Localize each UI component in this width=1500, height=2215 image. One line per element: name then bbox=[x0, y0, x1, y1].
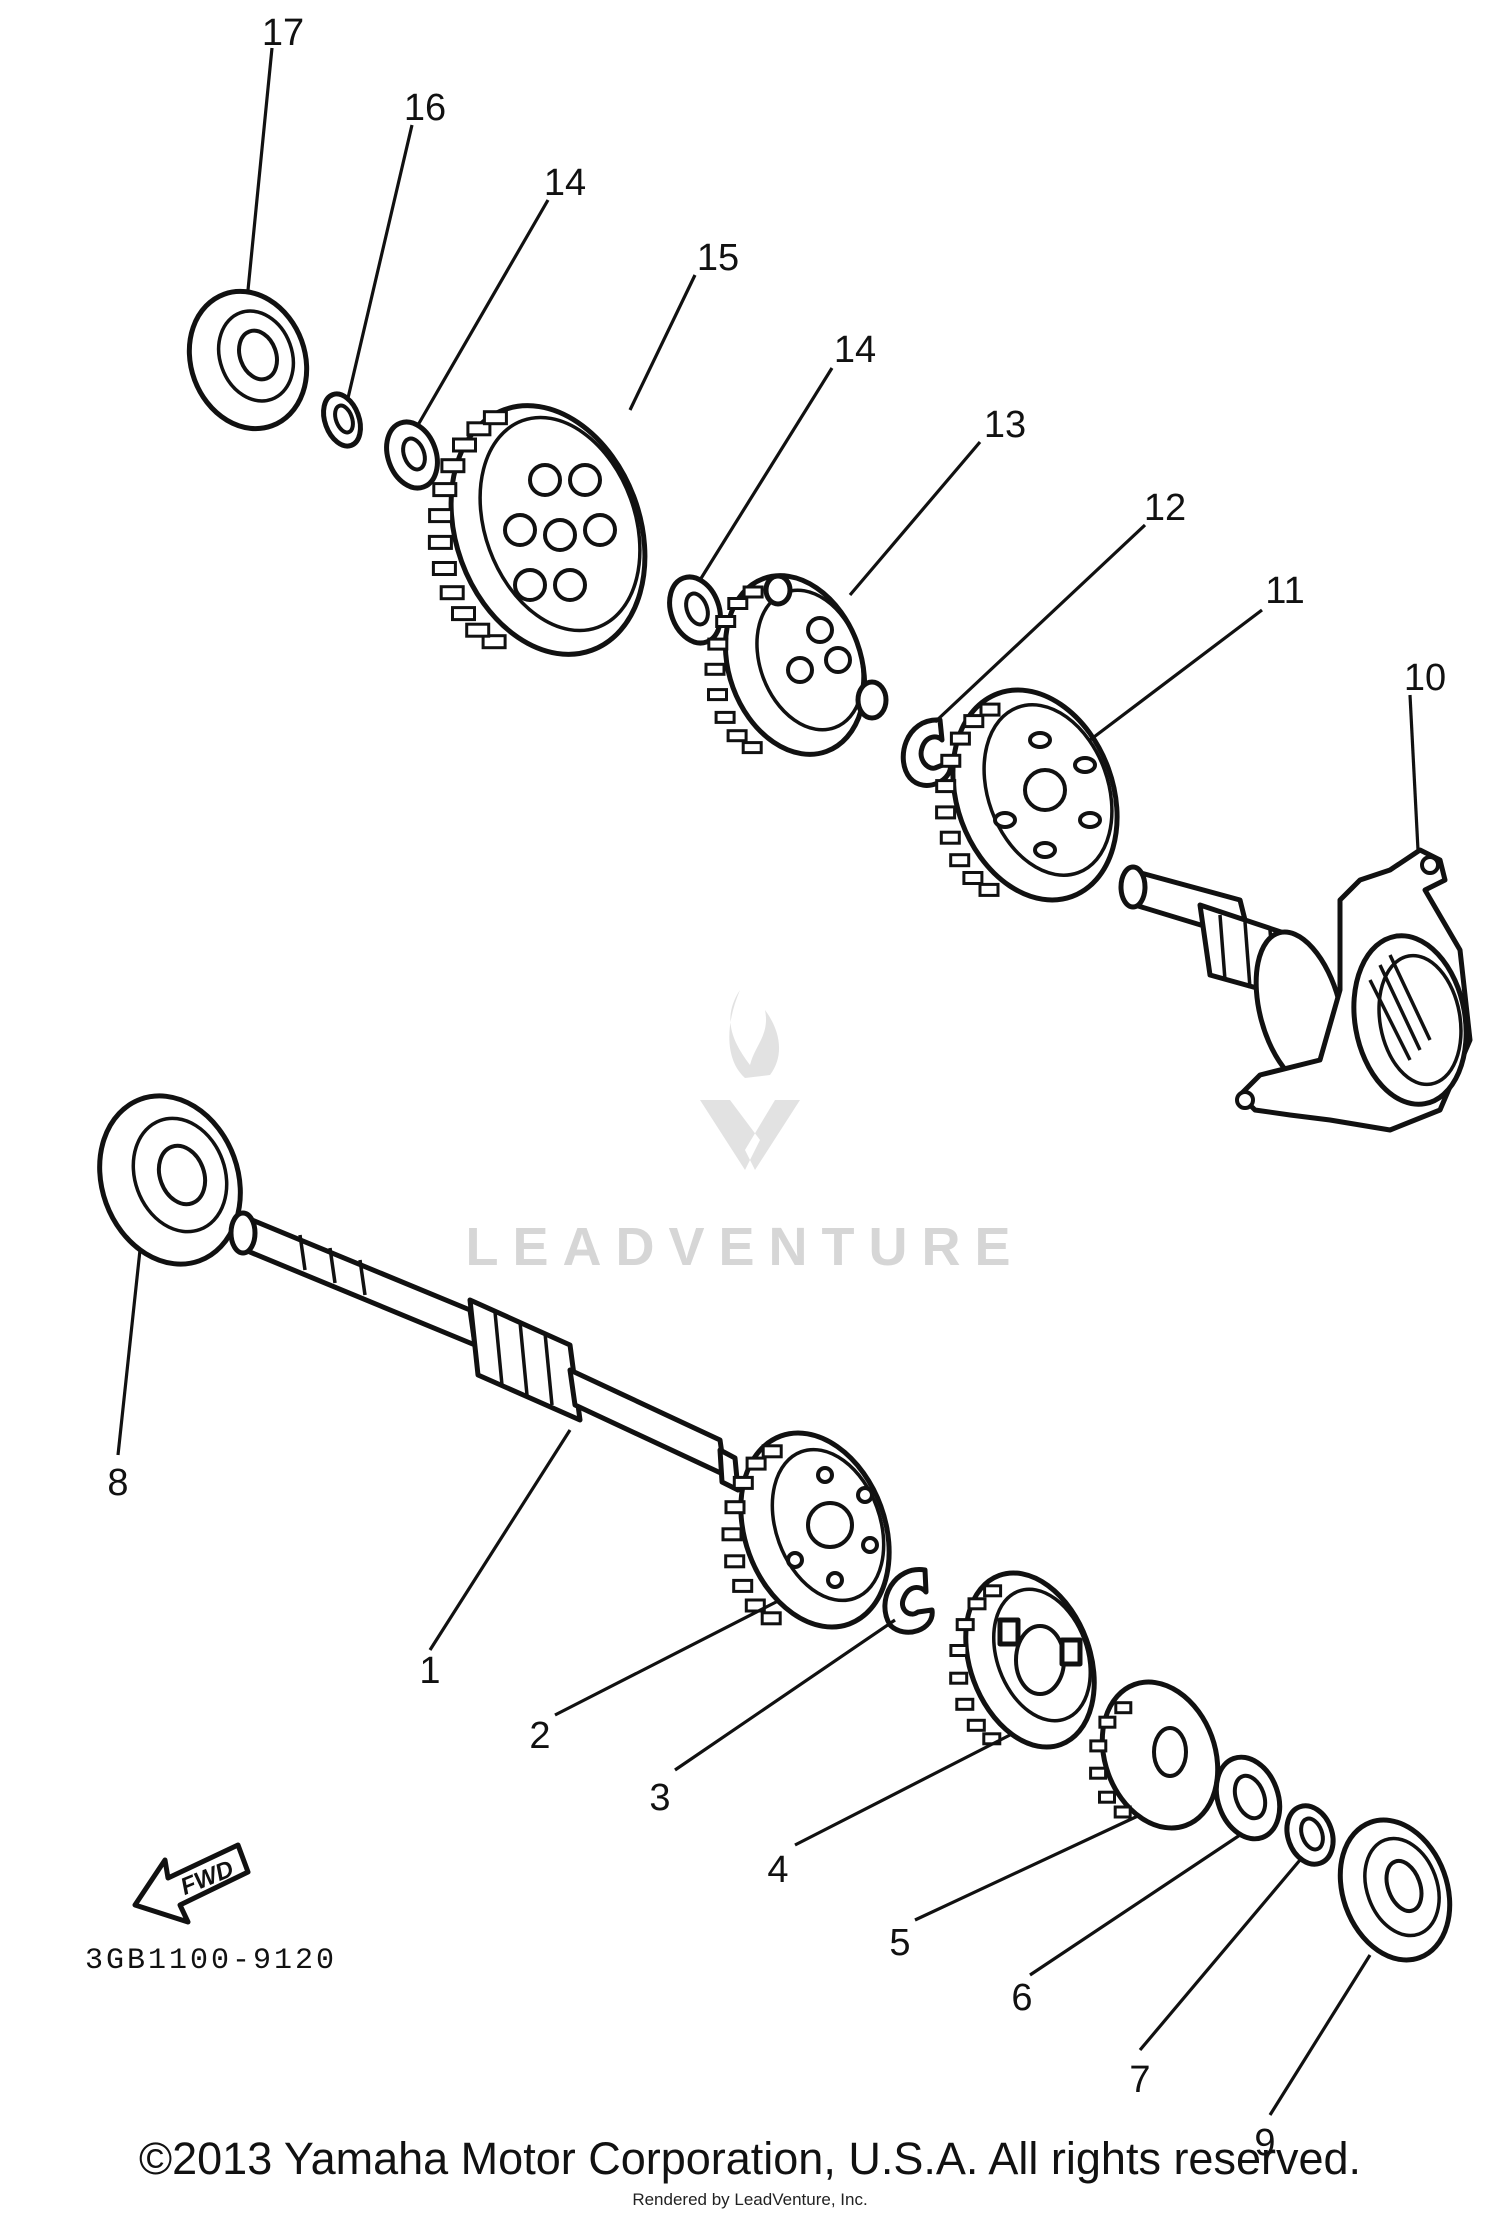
gear-tooth bbox=[466, 421, 492, 437]
part-10-drive-axle[interactable] bbox=[1118, 847, 1479, 1133]
gear-tooth bbox=[431, 561, 457, 576]
gear-tooth bbox=[935, 805, 957, 820]
gear-tooth bbox=[451, 606, 476, 622]
part-15-gear[interactable] bbox=[418, 378, 678, 681]
gear-tooth bbox=[1098, 1790, 1116, 1804]
watermark-text: LEADVENTURE bbox=[465, 1217, 1024, 1277]
gear-tooth bbox=[949, 1644, 969, 1657]
gear-tooth bbox=[742, 585, 764, 599]
gear-tooth bbox=[949, 731, 971, 746]
part-17-bearing[interactable] bbox=[170, 275, 325, 446]
gear-tooth bbox=[481, 634, 507, 650]
gear-tooth bbox=[428, 508, 454, 524]
gear-tooth bbox=[949, 1671, 969, 1685]
gear-tooth bbox=[427, 534, 453, 550]
part-7-circlip[interactable] bbox=[1279, 1799, 1341, 1870]
part-5-gear[interactable] bbox=[1083, 1666, 1238, 1845]
gear-tooth bbox=[732, 1578, 754, 1593]
gear-tooth bbox=[963, 714, 985, 729]
part-13-gear[interactable] bbox=[702, 556, 889, 774]
gear-tooth bbox=[724, 1554, 746, 1569]
gear-tooth bbox=[465, 622, 491, 638]
part-3-circlip[interactable] bbox=[882, 1567, 935, 1635]
callout-8: 8 bbox=[107, 1462, 128, 1504]
copyright-notice: ©2013 Yamaha Motor Corporation, U.S.A. A… bbox=[138, 2133, 1362, 2184]
gear-tooth bbox=[724, 1500, 746, 1515]
callout-13: 13 bbox=[984, 404, 1026, 446]
gear-tooth bbox=[714, 710, 736, 724]
callout-4: 4 bbox=[767, 1849, 788, 1891]
callout-11: 11 bbox=[1265, 570, 1304, 612]
gear-tooth bbox=[760, 1611, 782, 1626]
callout-12: 12 bbox=[1144, 487, 1186, 529]
callout-14b: 14 bbox=[834, 329, 876, 371]
gear-tooth bbox=[439, 585, 465, 601]
callout-2: 2 bbox=[529, 1715, 550, 1757]
fwd-arrow-icon: FWD bbox=[132, 1842, 251, 1925]
gear-tooth bbox=[715, 615, 737, 628]
gear-tooth bbox=[1089, 1739, 1108, 1753]
gear-tooth bbox=[707, 688, 728, 702]
gear-tooth bbox=[707, 637, 729, 651]
gear-tooth bbox=[452, 437, 477, 453]
part-1-main-axle[interactable] bbox=[228, 1210, 741, 1493]
part-6-washer[interactable] bbox=[1205, 1748, 1290, 1847]
part-2-gear[interactable] bbox=[715, 1412, 915, 1648]
gear-tooth bbox=[482, 410, 508, 426]
gear-tooth bbox=[726, 729, 748, 743]
gear-tooth bbox=[966, 1718, 986, 1732]
leader-lines bbox=[116, 47, 1420, 2116]
callout-6: 6 bbox=[1011, 1977, 1032, 2019]
gear-tooth bbox=[761, 1444, 783, 1459]
gear-tooth bbox=[732, 1475, 754, 1490]
callout-15: 15 bbox=[697, 237, 739, 279]
callout-14a: 14 bbox=[544, 162, 586, 204]
callout-7: 7 bbox=[1129, 2059, 1150, 2101]
callout-10: 10 bbox=[1404, 657, 1446, 699]
part-16-circlip[interactable] bbox=[317, 389, 367, 451]
gear-tooth bbox=[940, 753, 962, 768]
callouts: 17 16 14 15 14 13 12 11 10 8 1 2 3 4 5 6… bbox=[107, 12, 1446, 2164]
part-14-washer-middle[interactable] bbox=[661, 570, 729, 650]
gear-tooth bbox=[704, 662, 726, 676]
gear-tooth bbox=[1113, 1805, 1132, 1819]
gear-tooth bbox=[978, 882, 1000, 897]
gear-tooth bbox=[1089, 1766, 1108, 1780]
gear-tooth bbox=[440, 458, 466, 474]
gear-tooth bbox=[432, 482, 458, 498]
gear-tooth bbox=[741, 741, 763, 755]
part-4-gear[interactable] bbox=[943, 1555, 1117, 1765]
callout-5: 5 bbox=[889, 1922, 910, 1964]
callout-1: 1 bbox=[419, 1650, 440, 1692]
callout-17: 17 bbox=[262, 12, 304, 54]
gear-tooth bbox=[962, 871, 984, 885]
gear-tooth bbox=[983, 1584, 1003, 1598]
gear-tooth bbox=[967, 1597, 987, 1611]
gear-tooth bbox=[1114, 1701, 1133, 1715]
gear-tooth bbox=[745, 1456, 767, 1471]
part-11-gear[interactable] bbox=[925, 667, 1145, 923]
gear-tooth bbox=[935, 779, 957, 794]
part-9-bearing[interactable] bbox=[1322, 1805, 1469, 1976]
gear-tooth bbox=[979, 702, 1001, 717]
callout-16: 16 bbox=[404, 87, 446, 129]
part-14-washer-upper[interactable] bbox=[378, 415, 446, 495]
gear-tooth bbox=[955, 1697, 975, 1711]
diagram-code: 3GB1100-9120 bbox=[85, 1944, 337, 1978]
part-8-bearing[interactable] bbox=[77, 1076, 264, 1284]
gear-tooth bbox=[1098, 1715, 1117, 1729]
watermark: LEADVENTURE bbox=[465, 990, 1024, 1277]
part-12-circlip[interactable] bbox=[900, 717, 953, 788]
gear-tooth bbox=[727, 597, 749, 610]
gear-tooth bbox=[955, 1618, 975, 1632]
gear-tooth bbox=[721, 1527, 743, 1542]
callout-3: 3 bbox=[649, 1777, 670, 1819]
gear-tooth bbox=[939, 830, 961, 845]
callout-9: 9 bbox=[1254, 2122, 1275, 2164]
rendered-by-notice: Rendered by LeadVenture, Inc. bbox=[632, 2190, 868, 2209]
gear-tooth bbox=[949, 853, 971, 868]
